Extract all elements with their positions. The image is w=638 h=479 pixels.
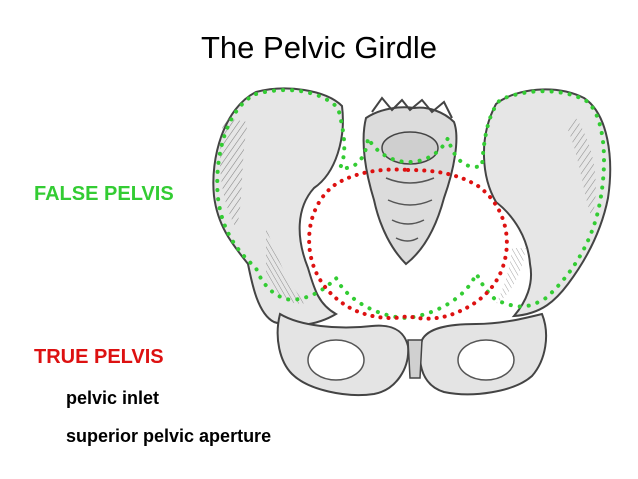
pelvic-inlet-label: pelvic inlet <box>66 388 160 408</box>
slide-title: The Pelvic Girdle <box>200 30 438 65</box>
true-pelvis-label: TRUE PELVIS <box>34 346 164 368</box>
superior-pelvic-aperture-label: superior pelvic aperture <box>66 426 272 446</box>
pelvis-illustration <box>212 87 612 396</box>
false-pelvis-label: FALSE PELVIS <box>34 183 174 205</box>
